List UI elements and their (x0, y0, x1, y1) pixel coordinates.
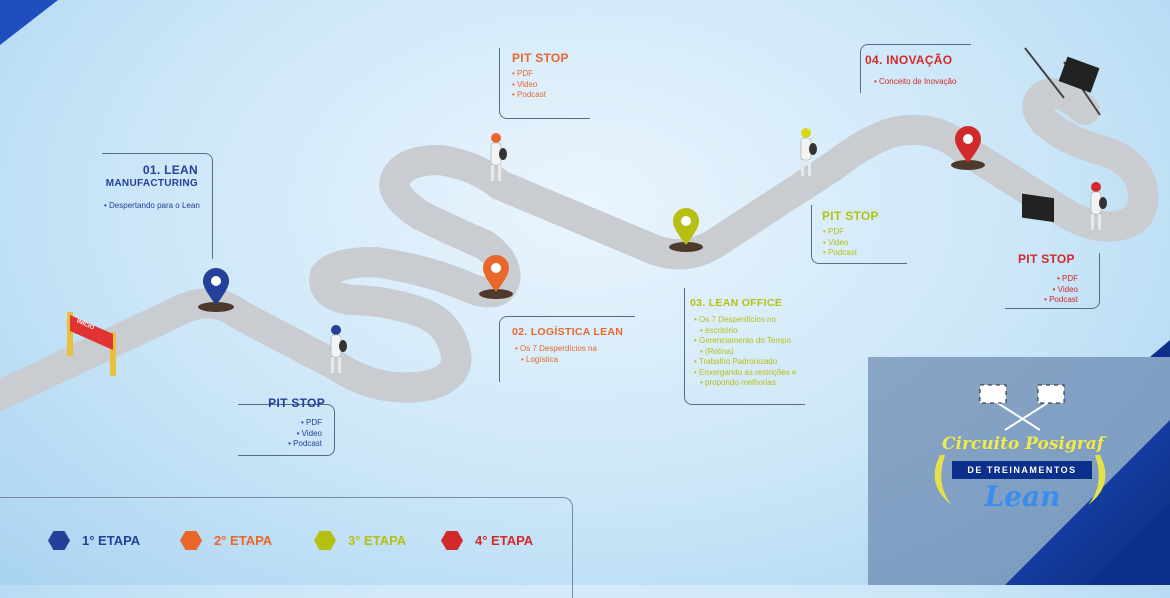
list-item: escritório (694, 326, 796, 337)
list-item: PDF (823, 227, 857, 238)
stage3-bracket (684, 288, 805, 405)
stage1-list: Despertando para o Lean (104, 201, 200, 212)
racer-figure-icon (800, 128, 817, 176)
stage1-bracket (102, 153, 213, 259)
pit4-title: PIT STOP (1018, 252, 1075, 266)
list-item: Podcast (512, 90, 546, 101)
list-item: Podcast (240, 439, 322, 450)
legend-label: 4° ETAPA (475, 533, 534, 548)
stage4-bracket (860, 44, 971, 93)
stage3-list: Os 7 Desperdícios no escritório Gerencia… (694, 315, 797, 389)
legend-item-stage4: 4° ETAPA (441, 531, 533, 550)
corner-accent (0, 0, 58, 45)
list-item: propondo melhorias (694, 378, 796, 389)
stage4-list: Conceito de Inovação (874, 77, 956, 88)
list-item: Despertando para o Lean (104, 201, 200, 212)
map-pin-icon (669, 208, 703, 252)
list-item: Trabalho Padronizado (694, 357, 796, 368)
hexagon-icon (180, 531, 202, 550)
legend-item-stage1: 1° ETAPA (48, 531, 140, 550)
stage3-title: 03. LEAN OFFICE (690, 297, 783, 309)
list-item: Video (240, 429, 322, 440)
pit4-list: PDF Video Podcast (1010, 274, 1078, 306)
legend-item-stage3: 3° ETAPA (314, 531, 406, 550)
map-pin-icon (951, 126, 985, 170)
stage1-title-line1: 01. LEAN (142, 163, 198, 177)
legend-label: 3° ETAPA (348, 533, 407, 548)
list-item: (Rotina) (694, 347, 796, 358)
list-item: Conceito de Inovação (874, 77, 956, 88)
map-pin-icon (479, 255, 513, 299)
pit2-list: PDF Video Podcast (512, 69, 546, 101)
list-item: Os 7 Desperdícios no (694, 315, 796, 326)
logo-subtitle: DE TREINAMENTOS (952, 461, 1092, 479)
hexagon-icon (441, 531, 463, 550)
list-item: Logística (515, 355, 597, 366)
laurel-wreath-icon (934, 455, 1106, 505)
logo-lean: Lean (984, 480, 1061, 513)
pit1-bracket (238, 404, 335, 456)
pit3-bracket (811, 205, 907, 264)
list-item: Video (1010, 285, 1078, 296)
pit2-bracket (499, 48, 590, 119)
stage2-title: 02. LOGÍSTICA LEAN (512, 326, 624, 338)
map-pin-icon (198, 268, 234, 312)
legend-item-stage2: 2° ETAPA (180, 531, 272, 550)
list-item: Video (823, 238, 857, 249)
legend-bracket (0, 497, 573, 598)
stage2-bracket (499, 316, 635, 382)
pit2-title: PIT STOP (512, 51, 569, 65)
hexagon-icon (314, 531, 336, 550)
checkered-flag-icon (979, 384, 1065, 431)
hexagon-icon (48, 531, 70, 550)
logo-title: Circuito Posigraf (941, 434, 1105, 454)
list-item: Video (512, 80, 546, 91)
legend-label: 2° ETAPA (214, 533, 273, 548)
racer-figure-icon (330, 325, 347, 373)
list-item: PDF (512, 69, 546, 80)
list-item: Podcast (1010, 295, 1078, 306)
list-item: Enxergando as restrições e (694, 368, 796, 379)
list-item: Os 7 Desperdícios na (515, 344, 597, 355)
stage2-list: Os 7 Desperdícios na Logística (515, 344, 597, 365)
start-gate (67, 312, 116, 376)
legend-label: 1° ETAPA (82, 533, 141, 548)
stage4-title: 04. INOVAÇÃO (865, 53, 953, 67)
stage1-title: 01. LEAN MANUFACTURING (100, 163, 198, 191)
racer-figure-icon (490, 133, 507, 181)
list-item: Gerenciamento do Tempo (694, 336, 796, 347)
list-item: PDF (1010, 274, 1078, 285)
checkered-flag-icon (1022, 47, 1101, 223)
pit1-list: PDF Video Podcast (240, 418, 322, 450)
pit4-bracket (1005, 253, 1100, 309)
pit1-title: PIT STOP (268, 396, 325, 410)
pit3-title: PIT STOP (822, 209, 879, 223)
pit3-list: PDF Video Podcast (823, 227, 857, 259)
stage1-title-line2: MANUFACTURING (105, 178, 198, 189)
list-item: PDF (240, 418, 322, 429)
list-item: Podcast (823, 248, 857, 259)
racer-figure-icon (1090, 182, 1107, 230)
